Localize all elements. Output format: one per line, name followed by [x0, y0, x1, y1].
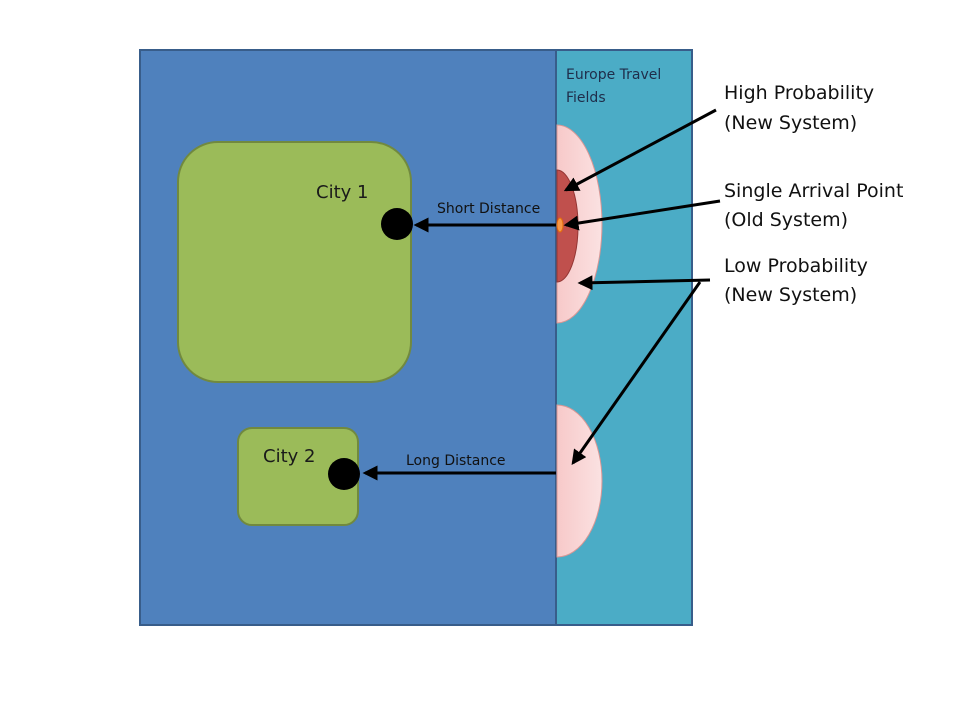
- high-probability-sublabel: (New System): [724, 112, 857, 134]
- city-1-label: City 1: [316, 182, 368, 203]
- short-distance-label: Short Distance: [437, 201, 540, 217]
- city-2-label: City 2: [263, 446, 315, 467]
- city-1-area: [177, 141, 412, 383]
- single-arrival-point-marker: [556, 217, 564, 233]
- long-distance-label: Long Distance: [406, 453, 506, 469]
- city-1-point: [381, 208, 413, 240]
- low-probability-sublabel: (New System): [724, 284, 857, 306]
- city-2-point: [328, 458, 360, 490]
- low-probability-pointer-bottom: [571, 281, 702, 466]
- single-arrival-sublabel: (Old System): [724, 209, 848, 231]
- single-arrival-pointer: [563, 199, 721, 231]
- low-probability-pointer-top: [577, 275, 711, 291]
- low-probability-label: Low Probability: [724, 255, 868, 277]
- high-probability-pointer: [563, 108, 717, 192]
- fields-label-line-1: Europe Travel: [566, 67, 661, 83]
- high-probability-label: High Probability: [724, 82, 874, 104]
- fields-label-line-2: Fields: [566, 90, 606, 106]
- single-arrival-label: Single Arrival Point: [724, 180, 903, 202]
- low-probability-zone-bottom: [556, 404, 603, 558]
